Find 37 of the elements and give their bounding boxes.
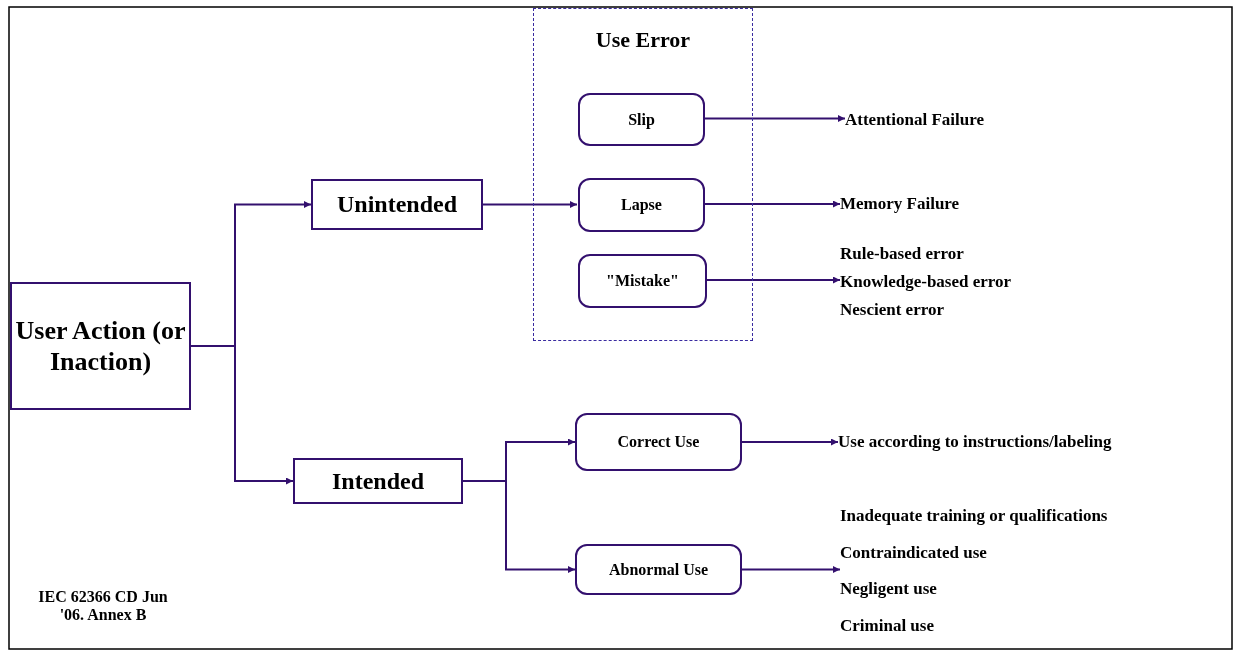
arrow — [190, 345, 294, 485]
dashed-group-frame — [533, 8, 753, 341]
arrow — [462, 480, 576, 573]
node-label: "Mistake" — [606, 272, 679, 290]
node-label: Abnormal Use — [608, 560, 709, 579]
process-box — [311, 179, 483, 230]
arrow — [703, 115, 846, 122]
node-label: Lapse — [621, 196, 662, 214]
arrow — [741, 438, 839, 446]
node-label: Correct Use — [617, 433, 700, 451]
outcome-text: Use according to instructions/labeling — [838, 432, 1113, 452]
outcome-text: Negligent use — [840, 579, 938, 600]
node-label: Slip — [628, 110, 655, 129]
process-box — [293, 458, 463, 504]
arrow — [703, 200, 841, 208]
process-box — [578, 178, 705, 232]
node-label: Unintended — [336, 191, 457, 218]
group-heading: Use Error — [594, 27, 692, 53]
outcome-text: Inadequate training or qualifications — [840, 506, 1109, 527]
outcome-text: Knowledge-based error — [840, 272, 1013, 292]
note-text: IEC 62366 CD Jun '06. Annex B — [37, 588, 169, 625]
process-box — [578, 254, 707, 308]
node-label: Intended — [332, 467, 424, 495]
arrow — [705, 276, 841, 284]
outcome-text: Contraindicated use — [840, 542, 988, 563]
arrow — [482, 201, 578, 208]
process-box — [575, 413, 742, 471]
process-box — [578, 93, 705, 146]
outcome-text: Nescient error — [840, 300, 945, 320]
outcome-text: Memory Failure — [840, 194, 961, 214]
outcome-text: Criminal use — [840, 615, 935, 636]
outcome-text: Attentional Failure — [845, 110, 985, 130]
outcome-text: Rule-based error — [840, 244, 965, 264]
node-label: User Action (or Inaction) — [14, 314, 187, 378]
process-box — [10, 282, 191, 410]
arrow — [741, 566, 841, 573]
process-box — [575, 544, 742, 595]
